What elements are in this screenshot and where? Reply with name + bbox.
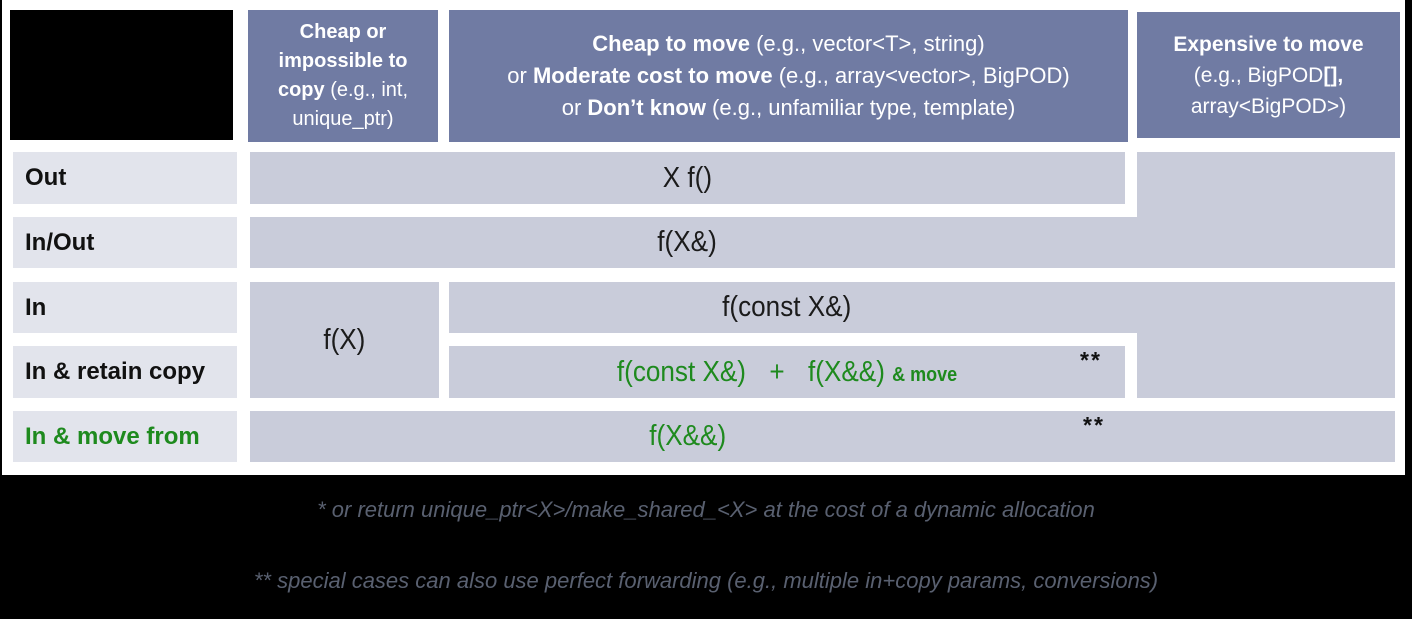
row-label-in-move-from: In & move from (13, 411, 237, 462)
header-cheap-or-moderate-to-move: Cheap to move (e.g., vector<T>, string) … (449, 10, 1128, 142)
row-label-in: In (13, 282, 237, 333)
row-label-in-out: In/Out (13, 217, 237, 268)
cell-inout-bg (250, 217, 1395, 268)
header-line-1: Expensive to move (1173, 32, 1364, 56)
header-cheap-or-impossible-to-copy: Cheap or impossible to copy (e.g., int, … (248, 10, 438, 142)
cell-out-bg (250, 152, 1125, 204)
cell-in-retain-copy-bg (449, 346, 1125, 398)
row-label-in-retain-copy: In & retain copy (13, 346, 237, 398)
cell-in-retain-copy-signature: f(const X&)+f(X&&) & move (616, 355, 958, 388)
header-line-2: (e.g., BigPOD[], (1193, 63, 1344, 87)
footnote-marker-move-from: ** (1083, 412, 1105, 438)
header-line-3: or Don’t know (e.g., unfamiliar type, te… (561, 95, 1016, 120)
cell-in-signature: f(const X&) (722, 291, 852, 323)
footer-black-band (0, 475, 1412, 619)
header-text: Cheap or impossible to copy (e.g., int, … (277, 21, 409, 130)
row-label-out: Out (13, 152, 237, 204)
cell-in-expensive-extension-bg (1137, 282, 1395, 398)
cell-in-move-from-bg (250, 411, 1395, 462)
header-expensive-to-move: Expensive to move (e.g., BigPOD[], array… (1137, 12, 1400, 138)
corner-black-box (10, 10, 233, 140)
header-line-1: Cheap to move (e.g., vector<T>, string) (592, 31, 985, 56)
footnote-perfect-forwarding: ** special cases can also use perfect fo… (253, 568, 1159, 593)
header-line-2: or Moderate cost to move (e.g., array<ve… (507, 63, 1070, 88)
cell-out-signature: X f() (662, 161, 713, 194)
header-line-3: array<BigPOD>) (1190, 94, 1347, 118)
footnote-dynamic-allocation: * or return unique_ptr<X>/make_shared_<X… (317, 497, 1095, 522)
cell-in-cheap-copy-bg (250, 282, 439, 398)
footnote-marker-retain-copy: ** (1080, 347, 1102, 373)
cell-in-cheap-copy-signature: f(X) (323, 323, 366, 356)
cell-inout-signature: f(X&) (657, 226, 718, 258)
cell-in-move-from-signature: f(X&&) (649, 420, 726, 452)
